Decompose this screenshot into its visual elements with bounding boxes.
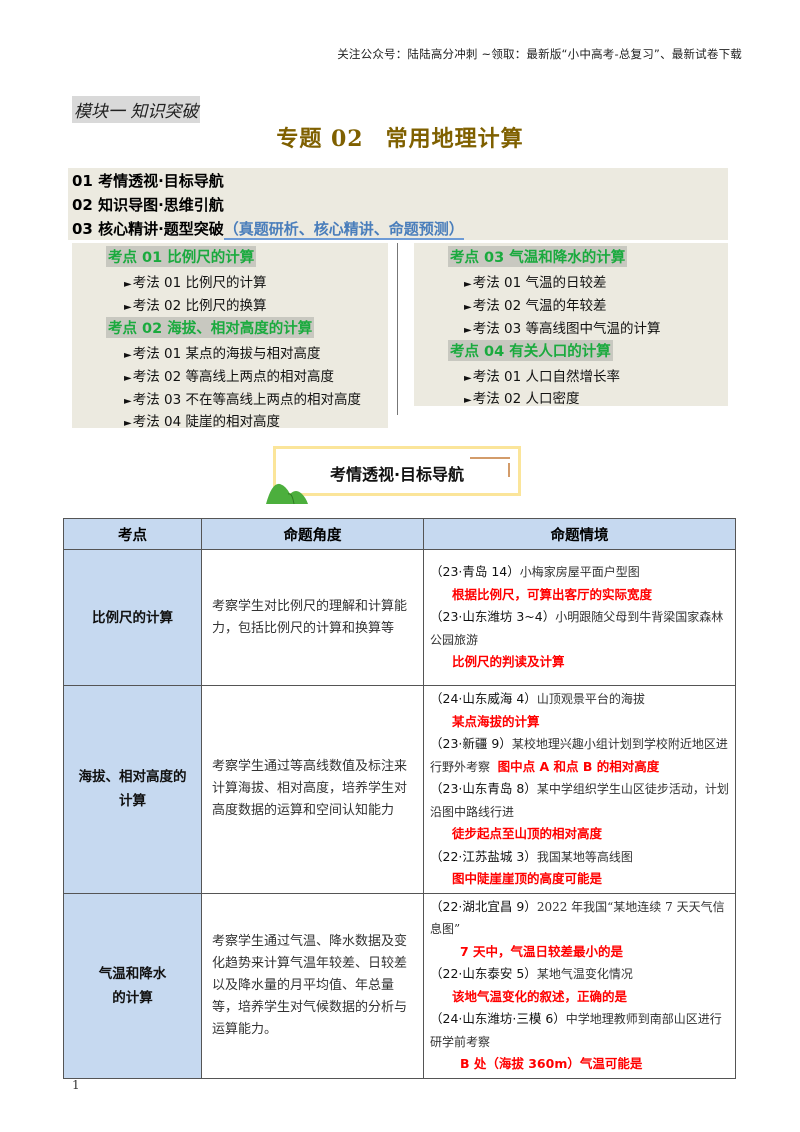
- kaofa-item[interactable]: ►考法 02 人口密度: [464, 391, 580, 407]
- scene-source: （24·山东威海 4）山顶观景平台的海拔: [430, 691, 645, 706]
- scene-cell: （24·山东威海 4）山顶观景平台的海拔 某点海拔的计算 （23·新疆 9）某校…: [423, 685, 736, 894]
- arrow-right-icon: ►: [464, 279, 472, 290]
- scene-source: （24·山东潍坊·三模 6）中学地理教师到南部山区进行研学前考察: [430, 1011, 722, 1049]
- kaofa-item[interactable]: ►考法 02 等高线上两点的相对高度: [124, 369, 334, 385]
- kaofa-item[interactable]: ►考法 01 某点的海拔与相对高度: [124, 346, 321, 362]
- scene-question: 徒步起点至山顶的相对高度: [452, 826, 603, 841]
- arrow-right-icon: ►: [124, 373, 132, 384]
- page-title: 专题 02 常用地理计算: [0, 121, 800, 153]
- scene-cell: （23·青岛 14）小梅家房屋平面户型图 根据比例尺，可算出客厅的实际宽度 （2…: [423, 549, 736, 686]
- section-banner: 考情透视·目标导航: [273, 446, 521, 496]
- title-text: 常用地理计算: [385, 126, 524, 152]
- scene-question: 该地气温变化的叙述，正确的是: [452, 988, 628, 1004]
- column-divider: [397, 243, 398, 415]
- toc-item-3-label: 03 核心精讲·题型突破: [72, 220, 224, 238]
- scene-source: （23·青岛 14）小梅家房屋平面户型图: [430, 564, 640, 580]
- scene-question: 图中点 A 和点 B 的相对高度: [497, 758, 660, 774]
- table-header-row: 考点 命题角度 命题情境: [63, 518, 736, 550]
- scene-source: （23·新疆 9）某校地理兴趣小组计划到学校附近地区进行野外考察 图中点 A 和…: [430, 736, 728, 774]
- arrow-right-icon: ►: [464, 302, 472, 313]
- scene-source: （23·山东青岛 8）某中学组织学生山区徒步活动，计划沿图中路线行进: [430, 781, 729, 819]
- arrow-right-icon: ►: [124, 279, 132, 290]
- scene-question: 比例尺的判读及计算: [452, 654, 565, 670]
- col-header: 考点: [63, 518, 202, 550]
- kaofa-item[interactable]: ►考法 03 等高线图中气温的计算: [464, 321, 661, 337]
- toc-left-column: 考点 01 比例尺的计算 ►考法 01 比例尺的计算 ►考法 02 比例尺的换算…: [72, 243, 388, 430]
- scene-source: （22·湖北宜昌 9）2022 年我国“某地连续 7 天天气信息图”: [430, 898, 725, 937]
- scene-question: 7 天中，气温日较差最小的是: [460, 943, 624, 959]
- kaofa-item[interactable]: ►考法 04 陡崖的相对高度: [124, 414, 280, 430]
- kaofa-item[interactable]: ►考法 01 气温的日较差: [464, 275, 607, 291]
- toc-right-column: 考点 03 气温和降水的计算 ►考法 01 气温的日较差 ►考法 02 气温的年…: [414, 243, 728, 407]
- module-label: 模块一 知识突破: [72, 96, 201, 123]
- page-number: 1: [72, 1078, 80, 1092]
- scene-question: 根据比例尺，可算出客厅的实际宽度: [452, 586, 653, 602]
- toc-item-1[interactable]: 01 考情透视·目标导航: [72, 172, 224, 190]
- toc-item-3-sub-link[interactable]: （真题研析、核心精讲、命题预测）: [223, 220, 464, 240]
- table-row: 海拔、相对高度的计算 考察学生通过等高线数值及标注来计算海拔、相对高度，培养学生…: [63, 685, 736, 894]
- arrow-right-icon: ►: [464, 373, 472, 384]
- kaodian-cell: 海拔、相对高度的计算: [63, 685, 202, 894]
- angle-cell: 考察学生通过等高线数值及标注来计算海拔、相对高度，培养学生对高度数据的运算和空间…: [201, 685, 424, 894]
- toc-item-2[interactable]: 02 知识导图·思维引航: [72, 196, 224, 214]
- scene-source: （23·山东潍坊 3~4）小明跟随父母到牛背梁国家森林公园旅游: [430, 609, 724, 647]
- mountain-icon: [266, 483, 308, 504]
- banner-title: 考情透视·目标导航: [329, 465, 465, 484]
- angle-cell: 考察学生通过气温、降水数据及变化趋势来计算气温年较差、日较差以及降水量的月平均值…: [201, 892, 424, 1079]
- kaodian-03[interactable]: 考点 03 气温和降水的计算: [448, 246, 628, 267]
- scene-question: 某点海拔的计算: [452, 713, 540, 729]
- kaofa-item[interactable]: ►考法 01 人口自然增长率: [464, 369, 620, 385]
- table-row: 气温和降水的计算 考察学生通过气温、降水数据及变化趋势来计算气温年较差、日较差以…: [63, 892, 736, 1079]
- header-note: 关注公众号：陆陆高分冲刺 ~领取：最新版“小中高考-总复习”、最新试卷下载: [337, 47, 742, 61]
- kaodian-cell: 气温和降水的计算: [63, 892, 202, 1079]
- arrow-right-icon: ►: [124, 350, 132, 361]
- kaofa-item[interactable]: ►考法 01 比例尺的计算: [124, 275, 267, 291]
- scene-cell: （22·湖北宜昌 9）2022 年我国“某地连续 7 天天气信息图” 7 天中，…: [423, 892, 736, 1079]
- banner-corner-decoration: [508, 463, 510, 477]
- kaodian-04[interactable]: 考点 04 有关人口的计算: [448, 340, 613, 361]
- toc-item-3[interactable]: 03 核心精讲·题型突破（真题研析、核心精讲、命题预测）: [72, 218, 464, 240]
- toc-columns: 考点 01 比例尺的计算 ►考法 01 比例尺的计算 ►考法 02 比例尺的换算…: [68, 243, 728, 431]
- kaofa-item[interactable]: ►考法 02 气温的年较差: [464, 298, 607, 314]
- scene-question: 图中陡崖崖顶的高度可能是: [452, 871, 603, 886]
- scene-source: （22·山东泰安 5）某地气温变化情况: [430, 966, 633, 981]
- exam-analysis-table: 考点 命题角度 命题情境 比例尺的计算 考察学生对比例尺的理解和计算能力，包括比…: [63, 518, 736, 1079]
- table-row: 比例尺的计算 考察学生对比例尺的理解和计算能力，包括比例尺的计算和换算等 （23…: [63, 549, 736, 686]
- arrow-right-icon: ►: [464, 395, 472, 406]
- kaodian-cell: 比例尺的计算: [63, 549, 202, 686]
- kaofa-item[interactable]: ►考法 03 不在等高线上两点的相对高度: [124, 392, 361, 408]
- arrow-right-icon: ►: [124, 302, 132, 313]
- angle-cell: 考察学生对比例尺的理解和计算能力，包括比例尺的计算和换算等: [201, 549, 424, 686]
- kaodian-02[interactable]: 考点 02 海拔、相对高度的计算: [106, 317, 315, 338]
- col-header: 命题角度: [201, 518, 424, 550]
- arrow-right-icon: ►: [124, 418, 132, 429]
- col-header: 命题情境: [423, 518, 736, 550]
- scene-source: （22·江苏盐城 3）我国某地等高线图: [430, 848, 633, 864]
- kaofa-item[interactable]: ►考法 02 比例尺的换算: [124, 298, 267, 314]
- toc-main: 01 考情透视·目标导航 02 知识导图·思维引航 03 核心精讲·题型突破（真…: [68, 168, 728, 240]
- kaodian-01[interactable]: 考点 01 比例尺的计算: [106, 246, 257, 267]
- arrow-right-icon: ►: [124, 396, 132, 407]
- arrow-right-icon: ►: [464, 325, 472, 336]
- title-number: 专题 02: [276, 126, 364, 152]
- banner-corner-decoration: [470, 457, 510, 459]
- scene-question: B 处（海拔 360m）气温可能是: [460, 1056, 643, 1071]
